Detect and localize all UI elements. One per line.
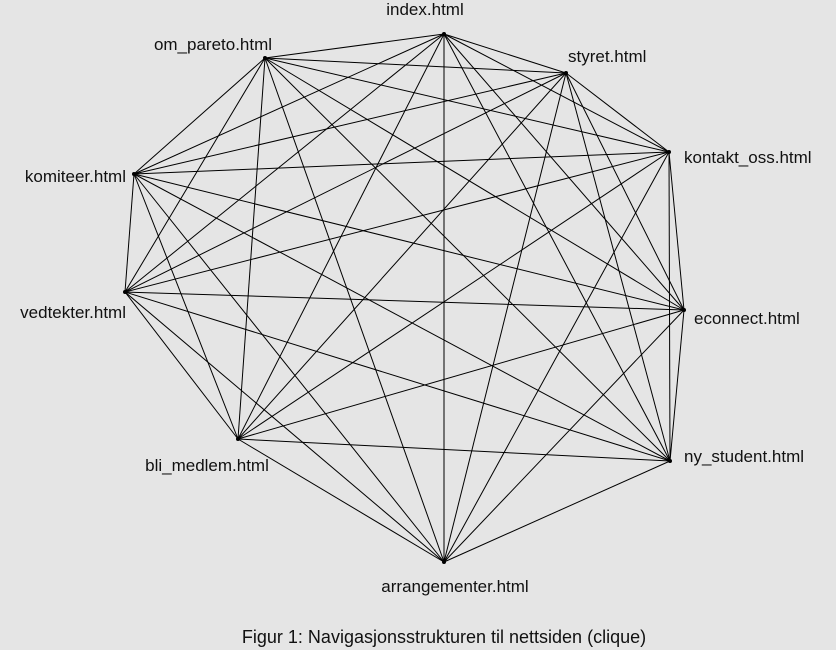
node-label-bli_medlem: bli_medlem.html <box>145 456 269 475</box>
node-label-vedtekter: vedtekter.html <box>20 303 126 322</box>
graph-edges <box>124 33 685 563</box>
node-label-ny_student: ny_student.html <box>684 447 804 466</box>
edge-bli_medlem-vedtekter <box>124 291 239 440</box>
edge-kontakt_oss-vedtekter <box>124 151 670 293</box>
edge-econnect-komiteer <box>133 173 685 311</box>
edge-styret-bli_medlem <box>237 72 567 440</box>
node-econnect <box>682 308 686 312</box>
node-kontakt_oss <box>667 150 671 154</box>
edge-styret-ny_student <box>565 72 671 462</box>
edge-bli_medlem-komiteer <box>133 173 239 440</box>
edge-index-vedtekter <box>124 33 445 293</box>
edge-komiteer-om_pareto <box>133 57 266 175</box>
edge-econnect-om_pareto <box>264 57 685 311</box>
edge-econnect-bli_medlem <box>237 309 685 440</box>
edge-ny_student-vedtekter <box>124 291 671 462</box>
edge-styret-om_pareto <box>264 57 567 74</box>
node-komiteer <box>132 172 136 176</box>
edge-vedtekter-om_pareto <box>124 57 266 293</box>
edge-bli_medlem-om_pareto <box>237 57 266 440</box>
edge-arrangementer-komiteer <box>133 173 445 563</box>
node-index <box>442 32 446 36</box>
edge-ny_student-arrangementer <box>443 460 671 563</box>
edge-arrangementer-bli_medlem <box>237 438 445 563</box>
node-label-styret: styret.html <box>568 47 646 66</box>
node-label-arrangementer: arrangementer.html <box>381 577 528 596</box>
edge-index-styret <box>443 33 567 74</box>
node-om_pareto <box>263 56 267 60</box>
node-label-index: index.html <box>386 0 463 19</box>
edge-ny_student-komiteer <box>133 173 671 462</box>
edge-kontakt_oss-arrangementer <box>443 151 670 563</box>
graph-nodes: index.html styret.html kontakt_oss.htmleco… <box>20 0 811 596</box>
edge-index-kontakt_oss <box>443 33 670 153</box>
edge-styret-kontakt_oss <box>565 72 670 153</box>
edge-econnect-vedtekter <box>124 291 685 311</box>
edge-ny_student-om_pareto <box>264 57 671 462</box>
edge-vedtekter-komiteer <box>124 173 135 293</box>
edge-kontakt_oss-econnect <box>668 151 685 311</box>
edge-index-ny_student <box>443 33 671 462</box>
edge-ny_student-bli_medlem <box>237 438 671 462</box>
edge-arrangementer-vedtekter <box>124 291 445 563</box>
edge-index-komiteer <box>133 33 445 175</box>
node-label-komiteer: komiteer.html <box>25 167 126 186</box>
edge-kontakt_oss-komiteer <box>133 151 670 175</box>
edge-kontakt_oss-om_pareto <box>264 57 670 153</box>
node-ny_student <box>668 459 672 463</box>
node-label-econnect: econnect.html <box>694 309 800 328</box>
edge-econnect-ny_student <box>669 309 685 462</box>
node-arrangementer <box>442 560 446 564</box>
figure-caption: Figur 1: Navigasjonsstrukturen til netts… <box>241 627 647 647</box>
node-bli_medlem <box>236 437 240 441</box>
edge-kontakt_oss-bli_medlem <box>237 151 670 440</box>
node-label-om_pareto: om_pareto.html <box>154 35 272 54</box>
node-label-kontakt_oss: kontakt_oss.html <box>684 148 812 167</box>
edge-styret-econnect <box>565 72 685 311</box>
edge-index-om_pareto <box>264 33 445 59</box>
edge-styret-arrangementer <box>443 72 567 563</box>
node-styret <box>564 71 568 75</box>
edge-index-econnect <box>443 33 685 311</box>
edge-econnect-arrangementer <box>443 309 685 563</box>
node-vedtekter <box>123 290 127 294</box>
edge-arrangementer-om_pareto <box>264 57 445 563</box>
